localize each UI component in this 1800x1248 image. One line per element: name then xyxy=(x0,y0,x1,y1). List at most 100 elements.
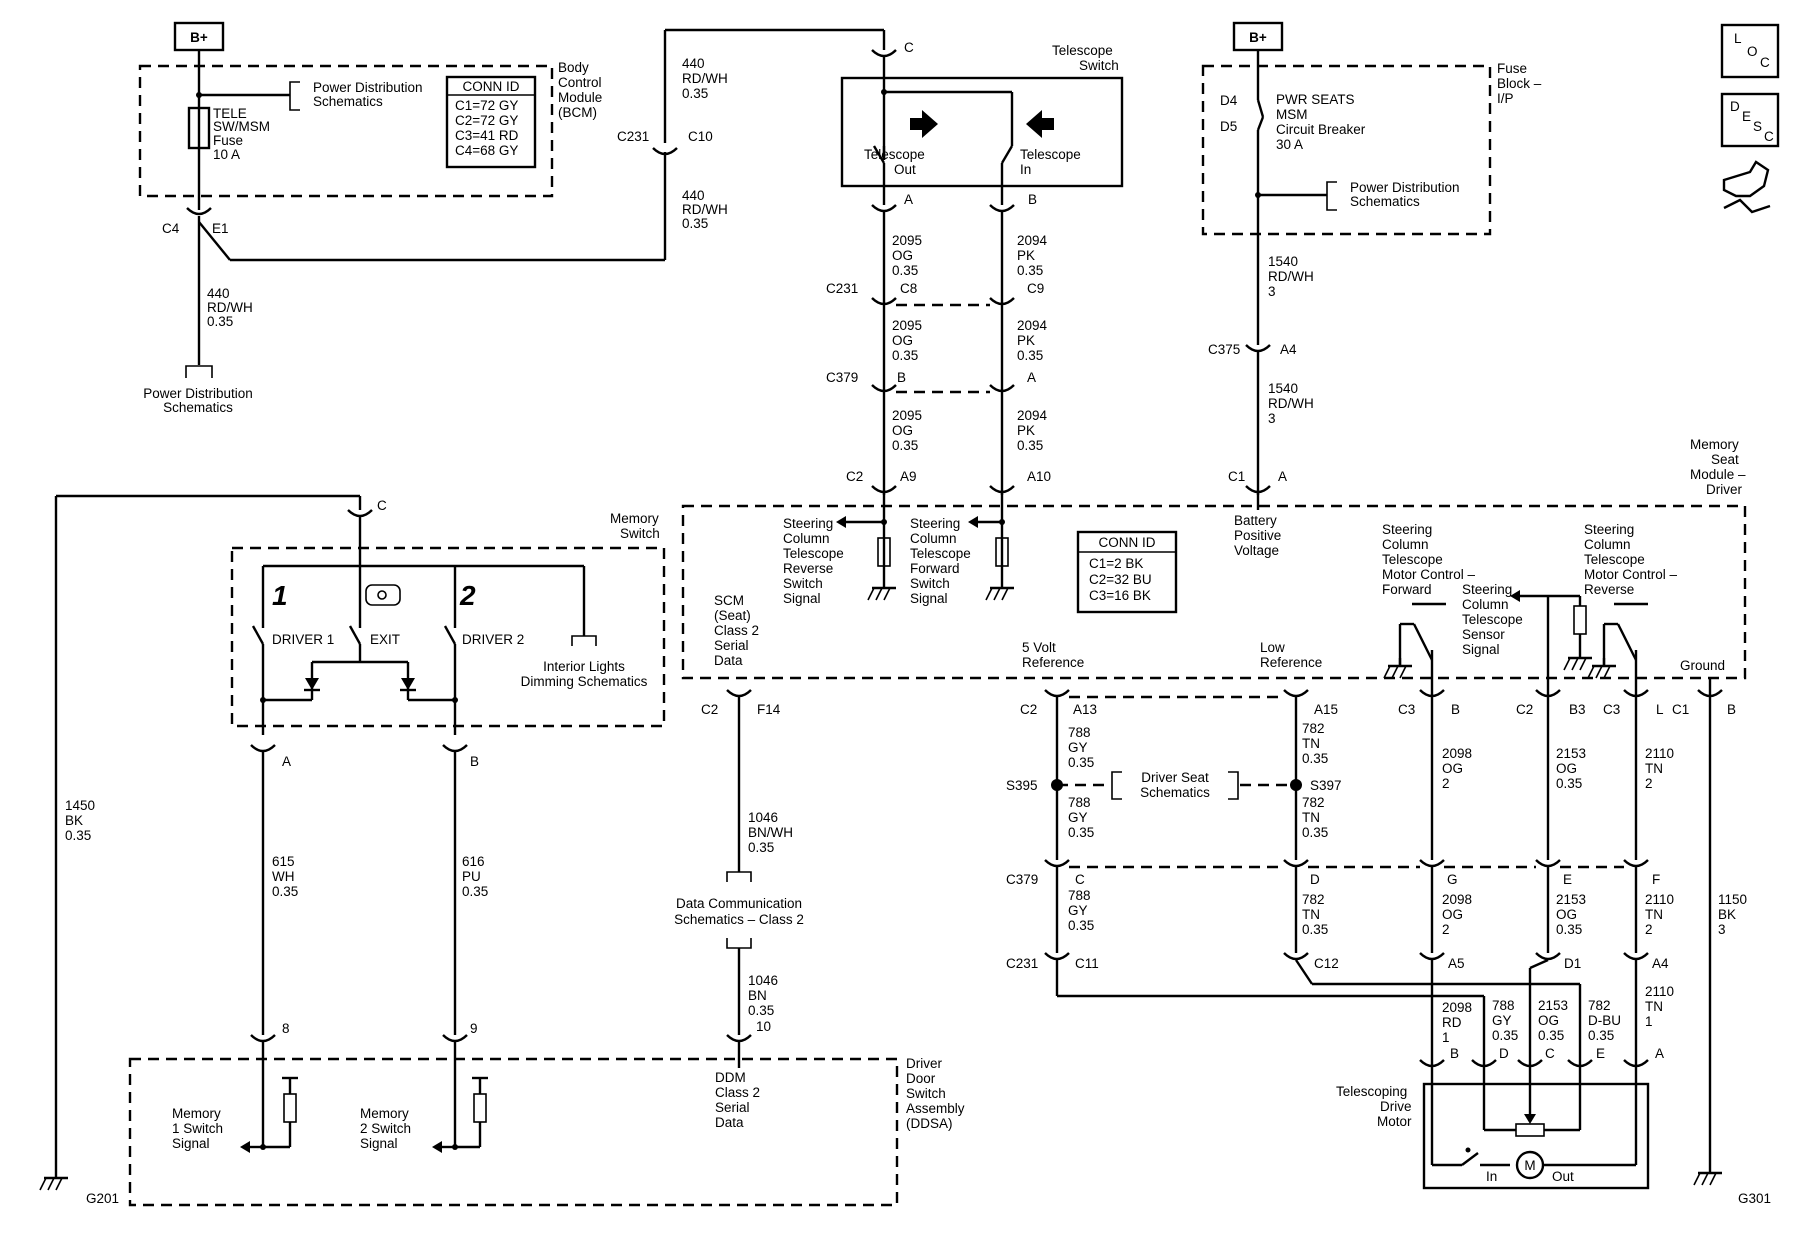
motor-label-3: Motor xyxy=(1377,1114,1412,1129)
interior-2: Dimming Schematics xyxy=(521,674,648,689)
sensor-4: Sensor xyxy=(1462,627,1505,642)
msm-label-2: Seat xyxy=(1711,452,1739,467)
scm-3: Class 2 xyxy=(714,623,759,638)
sensor-2: Column xyxy=(1462,597,1509,612)
rb-a5: A5 xyxy=(1448,956,1465,971)
rb-d1: D1 xyxy=(1564,956,1581,971)
rb-pin-c: C xyxy=(1075,872,1085,887)
w2153-2a: 2153 xyxy=(1556,892,1586,907)
batt-1: Battery xyxy=(1234,513,1277,528)
fb-wire-2c: 3 xyxy=(1268,411,1276,426)
desc-d: D xyxy=(1730,99,1740,114)
rb-a15: A15 xyxy=(1314,702,1338,717)
fb-breaker-2: MSM xyxy=(1276,107,1308,122)
fuse-label-3: Fuse xyxy=(213,133,243,148)
rb-c12: C12 xyxy=(1314,956,1339,971)
scm-1: SCM xyxy=(714,593,744,608)
tele-c231: C231 xyxy=(826,281,858,296)
mem1-1: Memory xyxy=(172,1106,221,1121)
vref-2: Reference xyxy=(1022,655,1084,670)
pk-wire-3c: 0.35 xyxy=(1017,438,1043,453)
rb-a4: A4 xyxy=(1652,956,1669,971)
w788-3c: 0.35 xyxy=(1068,918,1094,933)
mem1-3: Signal xyxy=(172,1136,210,1151)
g301-label: G301 xyxy=(1738,1191,1771,1206)
bplus-label-right: B+ xyxy=(1249,30,1267,45)
bcm-conn-row-2: C2=72 GY xyxy=(455,113,518,128)
desc-icon[interactable] xyxy=(1720,92,1780,148)
connector-view-icon[interactable] xyxy=(1722,160,1771,214)
rb-pin-d: D xyxy=(1310,872,1320,887)
seat-sch-2: Schematics xyxy=(1140,785,1210,800)
position-sensor-resistor xyxy=(1515,1123,1545,1137)
motor-out: Out xyxy=(1552,1169,1574,1184)
w2110-1a: 2110 xyxy=(1645,746,1674,761)
w782-3b: TN xyxy=(1302,907,1320,922)
mp-c: C xyxy=(1545,1046,1555,1061)
tele-pin-a: A xyxy=(904,192,913,207)
w616-2: PU xyxy=(462,869,481,884)
w2110-1b: TN xyxy=(1645,761,1663,776)
ddm-4: Data xyxy=(715,1115,744,1130)
tele-c9: C9 xyxy=(1027,281,1044,296)
interior-1: Interior Lights xyxy=(543,659,625,674)
dc-wire-b-3: 0.35 xyxy=(748,1003,774,1018)
msm-section: Memory Seat Module – Driver Steering Col… xyxy=(681,437,1747,695)
w788-2c: 0.35 xyxy=(1068,825,1094,840)
mf-2: Column xyxy=(1382,537,1429,552)
s395-label: S395 xyxy=(1006,778,1038,793)
m788-a: 788 xyxy=(1492,998,1515,1013)
ms-pin-b: B xyxy=(470,754,479,769)
og-wire-2b: OG xyxy=(892,333,913,348)
diode-left-icon xyxy=(305,678,319,690)
data-comm-section: C2 F14 1046 BN/WH 0.35 Data Communicatio… xyxy=(674,689,804,1043)
w788-3a: 788 xyxy=(1068,888,1091,903)
loc-icon[interactable] xyxy=(1720,23,1780,79)
msm-conn-id-box xyxy=(1076,530,1178,614)
fwd-sw-4: Forward xyxy=(910,561,960,576)
w615-1: 615 xyxy=(272,854,295,869)
w2110-2c: 2 xyxy=(1645,922,1653,937)
bcm-label-3: Module xyxy=(558,90,602,105)
pk-wire-1c: 0.35 xyxy=(1017,263,1043,278)
car-seat-icon xyxy=(365,584,401,606)
rb-c2b: C2 xyxy=(1516,702,1533,717)
dc-label-2: Schematics – Class 2 xyxy=(674,912,804,927)
fb-label-1: Fuse xyxy=(1497,61,1527,76)
w1450-1: 1450 xyxy=(65,798,95,813)
w2110-1c: 2 xyxy=(1645,776,1653,791)
seat-sch-1: Driver Seat xyxy=(1141,770,1209,785)
pk-wire-1a: 2094 xyxy=(1017,233,1048,248)
bcm-conn-row-4: C4=68 GY xyxy=(455,143,518,158)
scm-5: Data xyxy=(714,653,743,668)
rb-c3b: C3 xyxy=(1603,702,1620,717)
mf-4: Motor Control – xyxy=(1382,567,1476,582)
w782-2a: 782 xyxy=(1302,795,1325,810)
scm-4: Serial xyxy=(714,638,749,653)
bcm-pdist-bottom-1: Power Distribution xyxy=(143,386,253,401)
mem2-1: Memory xyxy=(360,1106,409,1121)
w616-3: 0.35 xyxy=(462,884,488,899)
fb-pdist-1: Power Distribution xyxy=(1350,180,1460,195)
dc-c2: C2 xyxy=(701,702,718,717)
tele-a9: A9 xyxy=(900,469,917,484)
driver1-label: DRIVER 1 xyxy=(272,632,334,647)
m2153-b: OG xyxy=(1538,1013,1559,1028)
ddsa-section: Driver Door Switch Assembly (DDSA) Memor… xyxy=(128,1041,965,1207)
tele-switch-label-1: Telescope xyxy=(1052,43,1113,58)
m788-c: 0.35 xyxy=(1492,1028,1518,1043)
arrow-left-icon xyxy=(1026,110,1054,138)
m2110-c: 1 xyxy=(1645,1014,1653,1029)
fb-label-3: I/P xyxy=(1497,91,1514,106)
og-wire-2c: 0.35 xyxy=(892,348,918,363)
motor-m: M xyxy=(1524,1158,1535,1173)
og-wire-3b: OG xyxy=(892,423,913,438)
fb-label-2: Block – xyxy=(1497,76,1542,91)
fwd-sw-6: Signal xyxy=(910,591,948,606)
tele-c379: C379 xyxy=(826,370,858,385)
pk-wire-2a: 2094 xyxy=(1017,318,1048,333)
telescoping-motor-box xyxy=(1422,1082,1650,1190)
bcm-section: B+ Power Distribution Schematics TELE SW… xyxy=(138,21,665,415)
fwd-sw-2: Column xyxy=(910,531,957,546)
w782-1a: 782 xyxy=(1302,721,1325,736)
